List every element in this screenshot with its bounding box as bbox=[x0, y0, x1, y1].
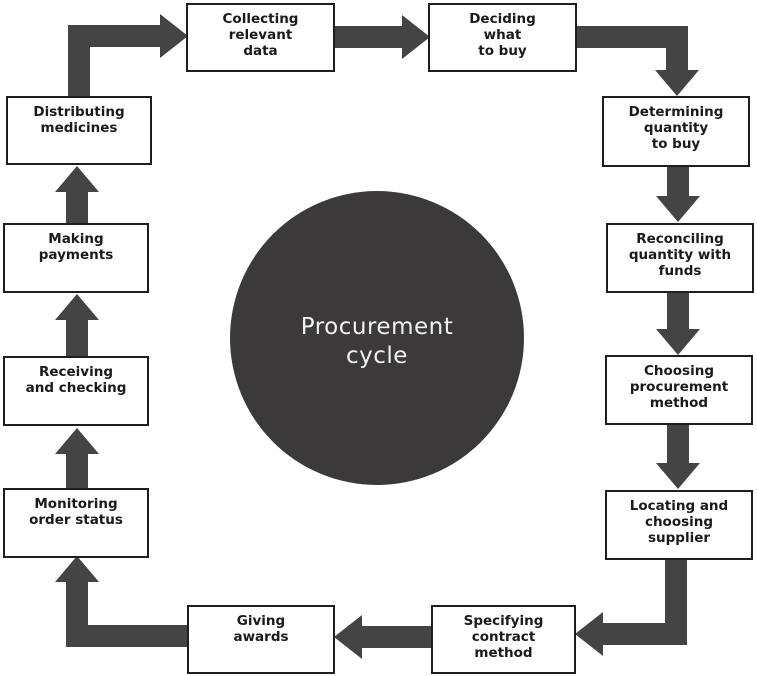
step-reconciling-quantity-with-funds: Reconciling quantity with funds bbox=[606, 223, 754, 293]
center-circle bbox=[230, 191, 524, 485]
arrow-giving-to-monitoring bbox=[55, 556, 188, 647]
step-determining-quantity-to-buy: Determining quantity to buy bbox=[602, 96, 750, 167]
arrow-reconciling-to-choosing bbox=[656, 293, 700, 355]
center-label: Procurement cycle bbox=[300, 314, 454, 369]
arrow-determining-to-reconciling bbox=[656, 167, 700, 222]
step-monitoring-order-status: Monitoring order status bbox=[3, 488, 149, 558]
arrow-receiving-to-making bbox=[55, 294, 99, 356]
arrow-deciding-to-determining bbox=[576, 26, 699, 96]
step-giving-awards: Giving awards bbox=[187, 605, 335, 674]
arrow-specifying-to-giving bbox=[334, 615, 432, 659]
arrow-making-to-distributing bbox=[55, 166, 99, 223]
arrow-choosing-to-locating bbox=[656, 425, 700, 489]
step-making-payments: Making payments bbox=[3, 223, 149, 293]
step-collecting-relevant-data: Collecting relevant data bbox=[186, 3, 335, 72]
step-locating-and-choosing-supplier: Locating and choosing supplier bbox=[605, 490, 753, 560]
step-deciding-what-to-buy: Deciding what to buy bbox=[428, 3, 577, 72]
arrow-locating-to-specifying bbox=[575, 560, 687, 656]
step-distributing-medicines: Distributing medicines bbox=[6, 96, 152, 165]
step-choosing-procurement-method: Choosing procurement method bbox=[605, 355, 753, 425]
arrow-collecting-to-deciding bbox=[334, 15, 430, 59]
step-receiving-and-checking: Receiving and checking bbox=[3, 356, 149, 426]
arrow-distributing-to-collecting bbox=[68, 14, 188, 96]
step-specifying-contract-method: Specifying contract method bbox=[431, 605, 576, 674]
arrow-monitoring-to-receiving bbox=[55, 428, 99, 488]
